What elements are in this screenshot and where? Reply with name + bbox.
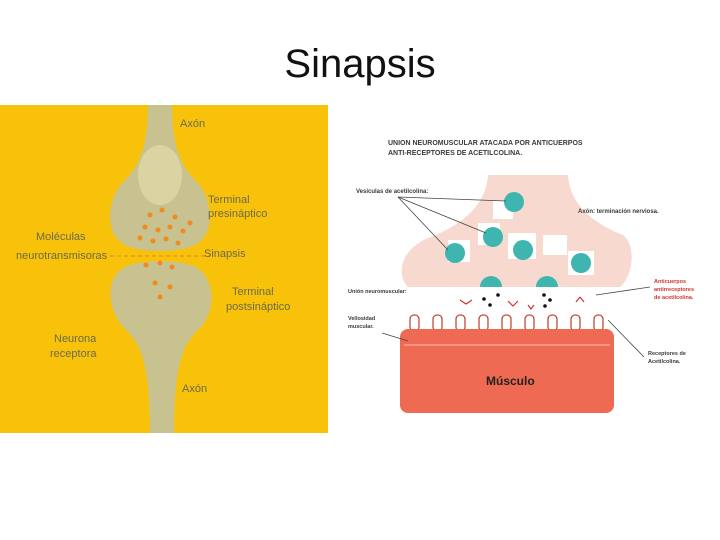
- label-neuron-1: Neurona: [54, 333, 97, 345]
- label-axon-bottom: Axón: [182, 383, 207, 395]
- receptor-arrow: [607, 319, 645, 358]
- label-terminal-post-2: postsináptico: [226, 301, 290, 313]
- label-villi-2: muscular.: [348, 324, 374, 330]
- acetylcholine-vesicles: [445, 192, 591, 287]
- label-junction: Unión neuromuscular:: [348, 289, 407, 295]
- neuromuscular-illustration: UNION NEUROMUSCULAR ATACADA POR ANTICUER…: [338, 105, 720, 433]
- label-axon-terminal: Axón: terminación nerviosa.: [578, 209, 659, 215]
- synapse-svg: Axón Terminal presináptico Moléculas neu…: [16, 105, 290, 433]
- postsynaptic-neuron: [110, 261, 212, 433]
- label-terminal-post-1: Terminal: [232, 286, 274, 298]
- presynaptic-neuron: [110, 105, 210, 251]
- axon-terminal: [401, 175, 632, 287]
- axon-glow: [138, 145, 182, 205]
- muscle-block: [400, 329, 614, 413]
- label-antibodies-3: de acetilcolina.: [654, 295, 694, 301]
- vesicle-arrows: [397, 196, 507, 251]
- label-molecules-2: neurotransmisoras: [16, 250, 108, 262]
- nmj-title-2: ANTI-RECEPTORES DE ACETILCOLINA.: [388, 150, 522, 157]
- label-antibodies-2: antirreceptores: [654, 287, 694, 293]
- muscle-villi: [409, 314, 604, 332]
- label-neuron-2: receptora: [50, 348, 97, 360]
- synapse-illustration: Axón Terminal presináptico Moléculas neu…: [0, 105, 328, 433]
- label-receptors-1: Receptores de: [648, 351, 686, 357]
- label-villi-1: Vellosidad: [348, 316, 375, 322]
- label-muscle: Músculo: [486, 374, 535, 388]
- antibodies: [459, 296, 585, 310]
- label-molecules-1: Moléculas: [36, 231, 86, 243]
- label-vesicles: Vesículas de acetilcolina:: [356, 189, 428, 195]
- villi-arrow: [381, 332, 409, 342]
- nmj-title-1: UNION NEUROMUSCULAR ATACADA POR ANTICUER…: [388, 140, 583, 147]
- slide-title: Sinapsis: [284, 42, 436, 86]
- label-terminal-pre-1: Terminal: [208, 194, 250, 206]
- label-axon-top: Axón: [180, 118, 205, 130]
- acetylcholine-dots: [482, 293, 552, 308]
- label-receptors-2: Acetilcolina.: [648, 359, 681, 365]
- label-synapse: Sinapsis: [204, 248, 246, 260]
- label-terminal-pre-2: presináptico: [208, 208, 267, 220]
- label-antibodies-1: Anticuerpos: [654, 279, 686, 285]
- neurotransmitter-molecules: [137, 207, 193, 300]
- junction-svg: UNION NEUROMUSCULAR ATACADA POR ANTICUER…: [348, 140, 694, 413]
- antibody-arrow: [595, 286, 651, 296]
